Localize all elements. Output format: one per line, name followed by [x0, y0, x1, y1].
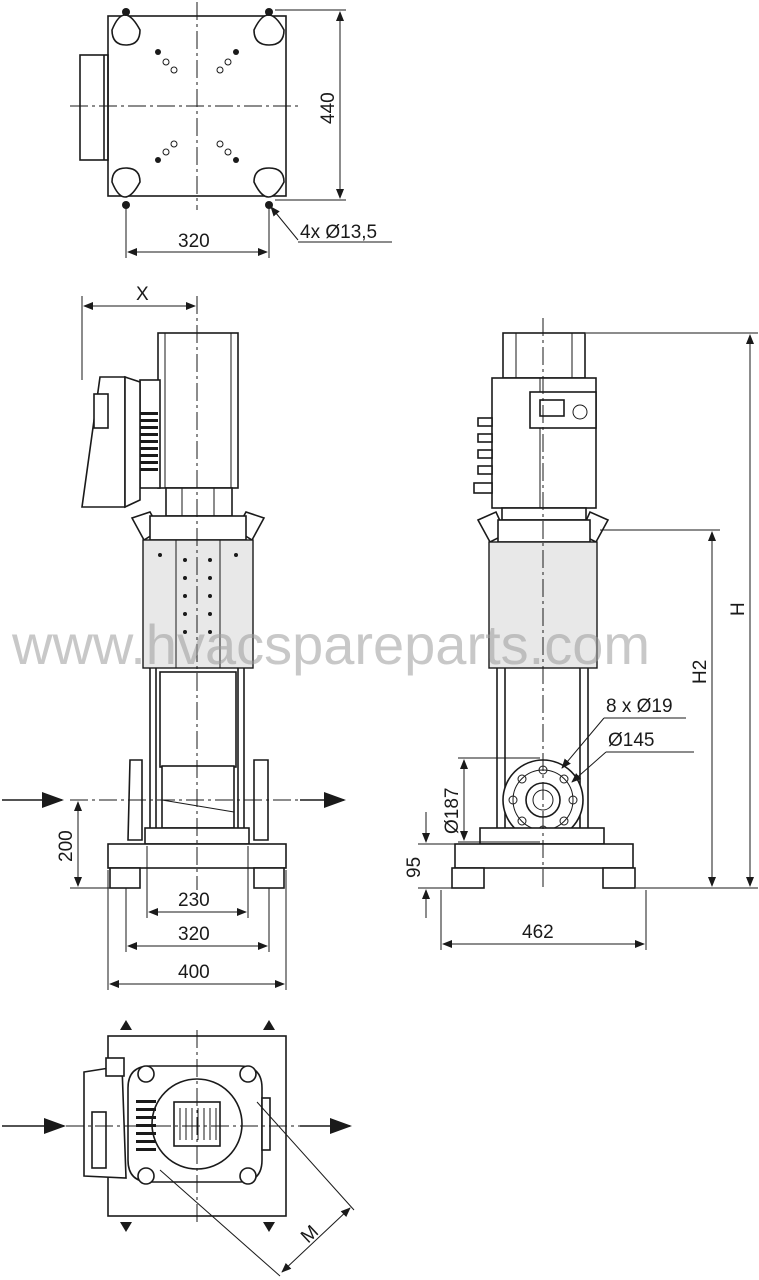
- dim-m-label: M: [297, 1222, 323, 1248]
- dim-400: 400: [107, 870, 287, 990]
- cable-glands: [473, 417, 493, 494]
- dim-462-label: 462: [522, 922, 554, 943]
- plan-grid: [179, 1108, 217, 1140]
- holes-callout: 4x Ø13,5: [270, 206, 392, 243]
- dim-flange-od: Ø187: [442, 757, 540, 843]
- housing-dots: [158, 553, 238, 634]
- dim-x-label: X: [136, 284, 149, 305]
- dim-width-320: 320: [125, 208, 270, 258]
- dim-95-label: 95: [404, 857, 425, 878]
- bolt-holes: [155, 49, 239, 163]
- foot-lug-bottom-left: [111, 167, 141, 209]
- dim-230: 230: [146, 846, 249, 918]
- top-view: 440 320 4x Ø13,5: [70, 2, 392, 258]
- dim-200-label: 200: [56, 830, 77, 862]
- watermark: www.hvacspareparts.com: [11, 613, 650, 676]
- foot-lug-top-left: [111, 8, 141, 46]
- control-box: [81, 375, 141, 509]
- dim-depth-440: 440: [275, 9, 346, 201]
- dim-230-label: 230: [178, 890, 210, 911]
- dim-x: X: [81, 284, 196, 380]
- flange-od-label: Ø187: [442, 788, 463, 834]
- dim-h-label: H: [728, 602, 749, 616]
- dim-inlet-200: 200: [56, 801, 110, 889]
- dim-95: 95: [404, 812, 456, 918]
- flange-pcd-label: Ø145: [608, 730, 654, 751]
- front-view: H H2 8 x Ø19 Ø145 Ø187: [404, 318, 758, 950]
- flange-pcd-callout: Ø145: [571, 730, 694, 783]
- foot-lug-top-right: [253, 8, 285, 46]
- dim-320-top-label: 320: [178, 231, 210, 252]
- display-panel: [529, 391, 597, 429]
- dim-440-label: 440: [318, 92, 339, 124]
- foot-lug-bottom-right: [253, 167, 285, 209]
- plan-mount-marks: [120, 1020, 275, 1232]
- dim-400-label: 400: [178, 962, 210, 983]
- dim-h2: H2: [600, 529, 720, 887]
- cooling-fins: [134, 412, 158, 471]
- dim-462: 462: [440, 890, 647, 950]
- plan-view: M: [2, 1020, 355, 1277]
- flange-holes-callout: 8 x Ø19: [561, 696, 686, 769]
- holes-label: 4x Ø13,5: [300, 222, 377, 243]
- dim-h: H: [586, 332, 758, 889]
- flange-holes-label: 8 x Ø19: [606, 696, 673, 717]
- side-view: X 200 230 320 400: [2, 284, 346, 990]
- dim-320-side: 320: [125, 888, 270, 952]
- dim-320-side-label: 320: [178, 924, 210, 945]
- dim-h2-label: H2: [690, 660, 711, 684]
